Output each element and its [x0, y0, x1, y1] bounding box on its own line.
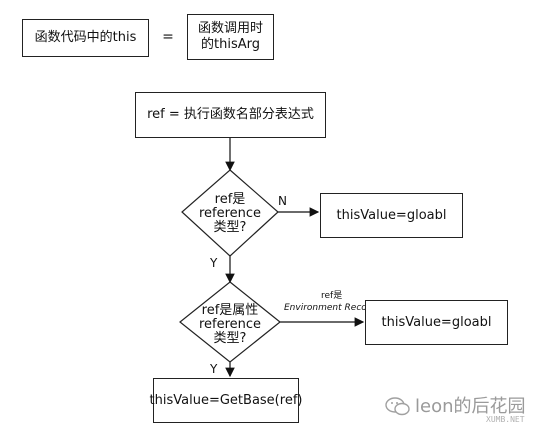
ref-expression-label: ref = 执行函数名部分表达式	[147, 107, 314, 122]
decision1-line3: 类型?	[213, 220, 247, 235]
this-in-code-box: 函数代码中的this	[22, 19, 149, 57]
env-record-line1: ref是	[321, 291, 343, 301]
result-global-box-1: thisValue=gloabl	[320, 193, 463, 238]
edge-label-yes-1: Y	[210, 256, 218, 270]
result-global-box-2: thisValue=gloabl	[365, 300, 508, 345]
this-arg-box: 函数调用时 的thisArg	[187, 14, 274, 60]
this-in-code-label: 函数代码中的this	[34, 30, 137, 45]
decision2-line2: reference	[198, 317, 262, 332]
wechat-icon	[385, 397, 410, 416]
decision1-line2: reference	[198, 206, 262, 221]
watermark-site: XUMB.NET	[486, 415, 525, 424]
decision2-line3: 类型?	[213, 331, 247, 346]
this-arg-line2: 的thisArg	[201, 37, 260, 52]
decision2-line1: ref是属性	[201, 303, 259, 318]
result-getbase-box: thisValue=GetBase(ref)	[150, 378, 302, 423]
result-global-label-2: thisValue=gloabl	[381, 314, 492, 330]
edge-label-yes-2: Y	[210, 362, 218, 376]
decision1-diamond	[181, 169, 279, 257]
equals-sign: =	[162, 29, 174, 45]
watermark-text: leon的后花园	[415, 396, 526, 417]
result-global-label-1: thisValue=gloabl	[336, 207, 447, 223]
result-getbase-label: thisValue=GetBase(ref)	[149, 392, 303, 408]
this-arg-line1: 函数调用时	[197, 21, 263, 36]
decision2-diamond	[179, 281, 281, 363]
env-record-line2: Environment Record	[284, 303, 377, 313]
decision1-line1: ref是	[214, 192, 246, 207]
ref-expression-box: ref = 执行函数名部分表达式	[135, 92, 326, 138]
edge-label-no: N	[278, 194, 287, 208]
